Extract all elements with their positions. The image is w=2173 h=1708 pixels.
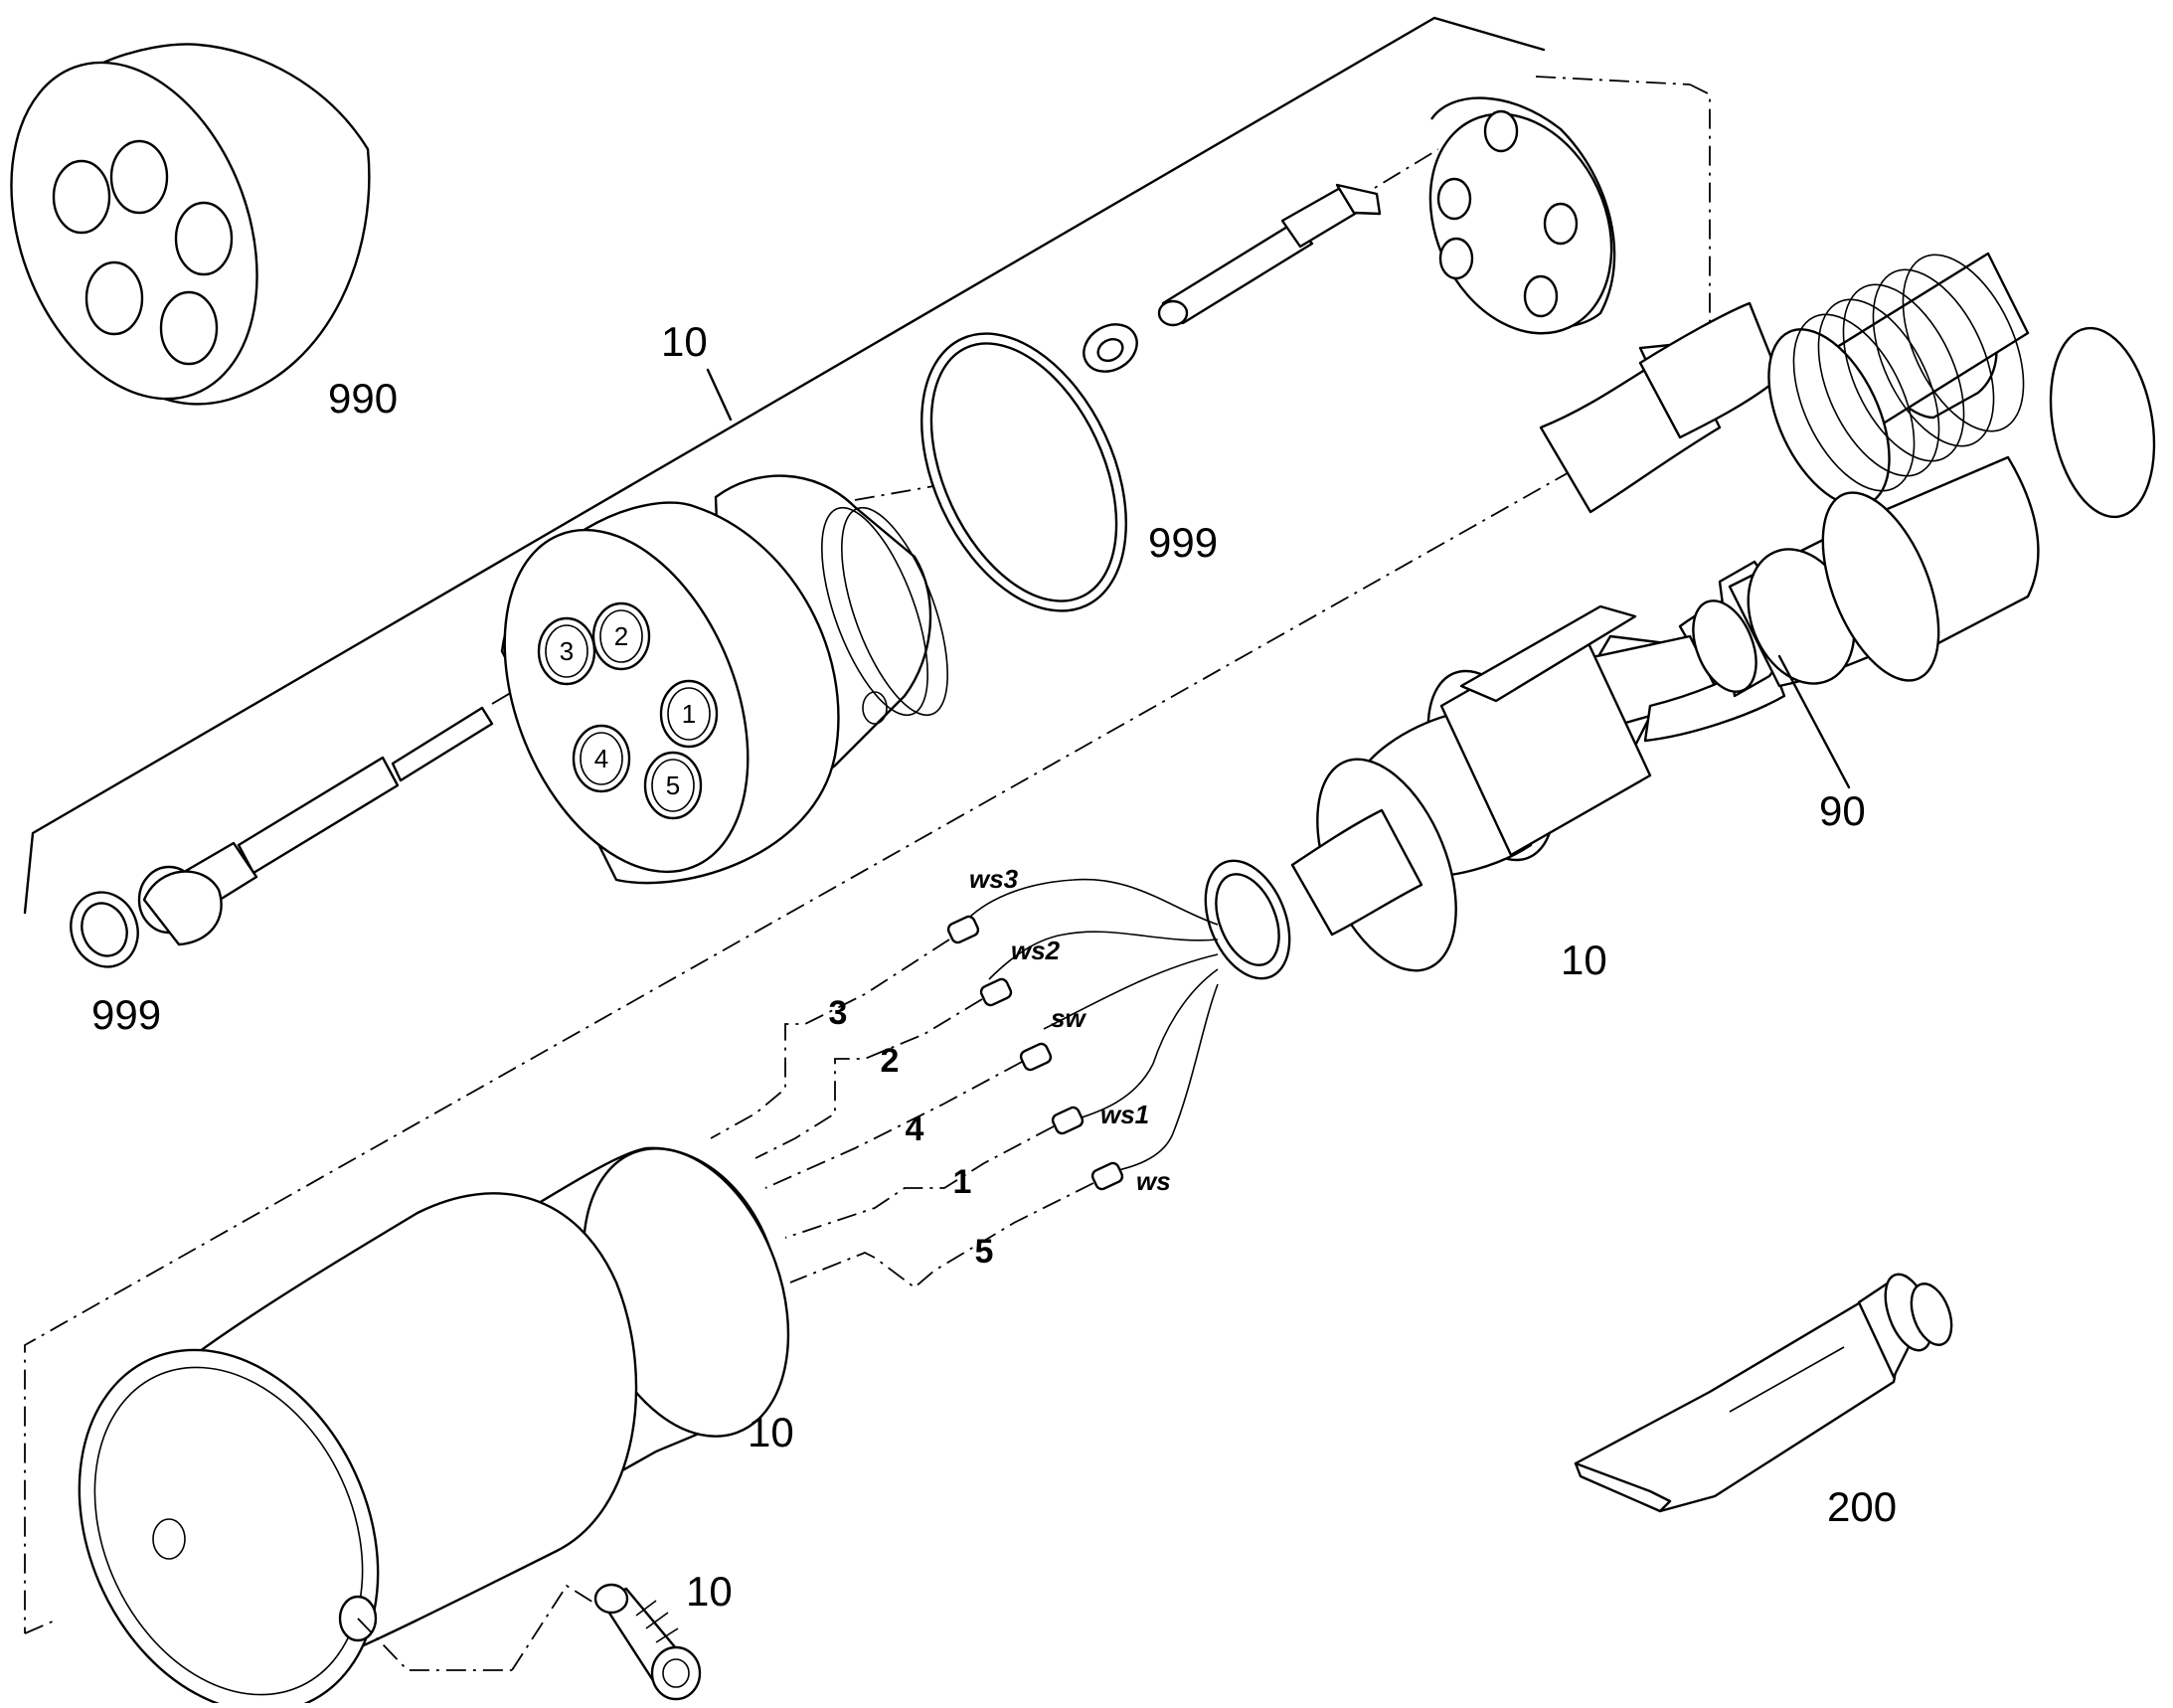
retaining-clip: [1083, 323, 1138, 373]
threaded-coupling: [1638, 252, 2156, 519]
wire-label-ws1: ws1: [1100, 1100, 1149, 1129]
callout-90: 90: [1819, 787, 1866, 834]
callout-999-small: 999: [91, 991, 161, 1038]
hole-label-3: 3: [560, 636, 574, 666]
pin-number-4: 4: [906, 1110, 924, 1148]
wire-routing-leaders: [710, 939, 1094, 1289]
callout-labels: 990 10 999 999 10 90 10 10 200: [91, 318, 1897, 1615]
wire-terminal-ws1: [1051, 1106, 1085, 1135]
wire-label-ws2: ws2: [1011, 936, 1061, 965]
connector-insert: 2 3 1 4 5: [500, 474, 948, 885]
callout-10-assembly: 10: [661, 318, 708, 365]
hole-label-1: 1: [682, 699, 696, 729]
wire-terminal-sw: [1019, 1042, 1053, 1072]
set-screw: [593, 1583, 702, 1701]
pin-number-2: 2: [881, 1042, 900, 1080]
wire-terminal-ws: [1090, 1161, 1124, 1191]
assembly-bracket-line: [23, 16, 1546, 915]
pin-numbers: 3 2 4 1 5: [829, 994, 994, 1271]
connector-holes: 2 3 1 4 5: [537, 601, 719, 820]
pin-number-1: 1: [953, 1163, 972, 1201]
callout-999-large: 999: [1148, 519, 1218, 566]
assembly-envelope-dashed: [24, 84, 1711, 1634]
contact-pin-upper: [1157, 183, 1382, 327]
oring-large-999: [920, 332, 1127, 612]
magnet-ring-990: [10, 43, 371, 406]
end-plate: [1428, 96, 1616, 335]
callout-10-screw: 10: [686, 1568, 733, 1615]
oring-small-999: [70, 891, 139, 968]
wire-terminal-ws3: [946, 915, 980, 944]
leader-90: [1777, 654, 1851, 789]
connector-nut-body: [1204, 252, 2156, 980]
magnet-ring-holes: [52, 139, 234, 366]
hole-label-4: 4: [594, 744, 608, 773]
contact-pin-lower: [137, 706, 494, 946]
callout-10-housing: 10: [748, 1409, 794, 1455]
wire-label-ws3: ws3: [969, 864, 1019, 894]
wire-label-sw: sw: [1051, 1003, 1086, 1033]
hole-label-2: 2: [614, 621, 628, 651]
hole-label-5: 5: [666, 770, 680, 800]
wire-terminal-ws2: [979, 977, 1013, 1007]
grease-tube: [1574, 1273, 1953, 1513]
callout-200: 200: [1827, 1483, 1897, 1530]
callout-10-nut: 10: [1561, 937, 1607, 983]
housing-cylinder: [78, 1146, 790, 1708]
callout-990: 990: [328, 375, 398, 422]
pin-number-3: 3: [829, 994, 848, 1032]
sleeve-90: [1692, 455, 2040, 698]
pin-number-5: 5: [975, 1233, 994, 1271]
wire-label-ws: ws: [1136, 1166, 1171, 1196]
leader-10-assembly: [706, 368, 733, 422]
wire-harness: ws3 ws2 sw ws1 ws: [946, 864, 1219, 1196]
